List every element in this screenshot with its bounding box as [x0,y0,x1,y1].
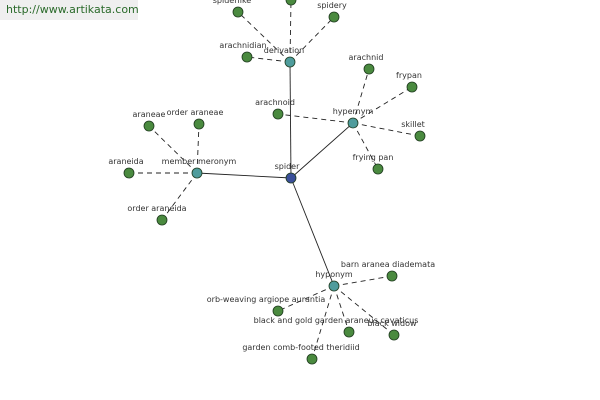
node-comb-footed[interactable] [306,353,318,365]
label-comb-footed: garden comb-footed theridiid [242,343,359,352]
label-araneae: araneae [133,110,166,119]
label-order-araneida: order araneida [127,204,186,213]
node-order-araneida[interactable] [156,214,168,226]
label-black-gold: black and gold garden araneus cavaticus [254,316,419,325]
edge-member-meronym-order-araneida [161,172,198,221]
edge-hypernym-arachnid [352,68,370,124]
watermark-url: http://www.artikata.com [0,0,139,20]
node-black-widow[interactable] [388,329,400,341]
node-member-meronym[interactable] [191,167,203,179]
node-arachnidian[interactable] [241,51,253,63]
edge-spider-hyponym [290,177,335,287]
edge-derivation-spiderlike [237,11,291,63]
node-black-gold[interactable] [343,326,355,338]
label-araneida: araneida [108,157,143,166]
label-spidery: spidery [317,1,347,10]
node-hypernym[interactable] [347,117,359,129]
label-hyponym: hyponym [315,270,353,279]
node-barn-spider[interactable] [386,270,398,282]
label-barn-spider: barn aranea diademata [341,260,435,269]
edge-derivation-spidery [289,16,335,63]
node-araneae[interactable] [143,120,155,132]
label-derivation: derivation [264,46,304,55]
node-orb-weaving[interactable] [272,305,284,317]
node-arachnoid[interactable] [272,108,284,120]
label-hypernym: hypernym [333,107,374,116]
edge-member-meronym-araneae [148,125,198,174]
edge-spider-hypernym [290,122,354,179]
label-skillet: skillet [401,120,425,129]
edge-hypernym-arachnoid [277,113,354,124]
edge-hyponym-black-widow [333,285,395,336]
edge-hypernym-frypan [352,86,413,124]
edge-spider-member-meronym [196,172,292,179]
edge-member-meronym-order-araneae [196,123,200,174]
node-arachnid[interactable] [363,63,375,75]
node-skillet[interactable] [414,130,426,142]
edge-spider-derivation [289,61,292,179]
node-layer [123,0,426,365]
edge-hypernym-frying-pan [352,122,379,170]
edge-hyponym-comb-footed [311,285,335,360]
node-spiderlike[interactable] [232,6,244,18]
node-derivation[interactable] [284,56,296,68]
edge-hypernym-skillet [352,122,421,137]
node-spider[interactable] [285,172,297,184]
label-frypan: frypan [396,71,422,80]
label-frying-pan: frying pan [353,153,394,162]
edge-derivation-deriv-top [289,0,292,63]
edge-hyponym-barn-spider [333,275,393,287]
node-araneida[interactable] [123,167,135,179]
label-spider: spider [275,162,300,171]
edge-derivation-arachnidian [246,56,291,63]
label-arachnid: arachnid [349,53,384,62]
label-order-araneae: order araneae [167,108,224,117]
label-layer: spider derivation hypernym member meronym hy… [108,0,435,352]
edge-hyponym-orb-weaving [277,285,335,312]
label-spiderlike: spiderlike [213,0,252,5]
node-order-araneae[interactable] [193,118,205,130]
label-arachnidian: arachnidian [219,41,266,50]
label-arachnoid: arachnoid [255,98,295,107]
label-orb-weaving: orb-weaving argiope aurantia [207,295,326,304]
edge-layer [129,0,421,360]
node-frying-pan[interactable] [372,163,384,175]
edge-hyponym-black-gold [333,285,350,333]
node-hyponym[interactable] [328,280,340,292]
node-frypan[interactable] [406,81,418,93]
node-spidery[interactable] [328,11,340,23]
label-member-meronym: member meronym [162,157,237,166]
node-deriv-top[interactable] [285,0,297,6]
label-black-widow: black widow [367,319,417,328]
